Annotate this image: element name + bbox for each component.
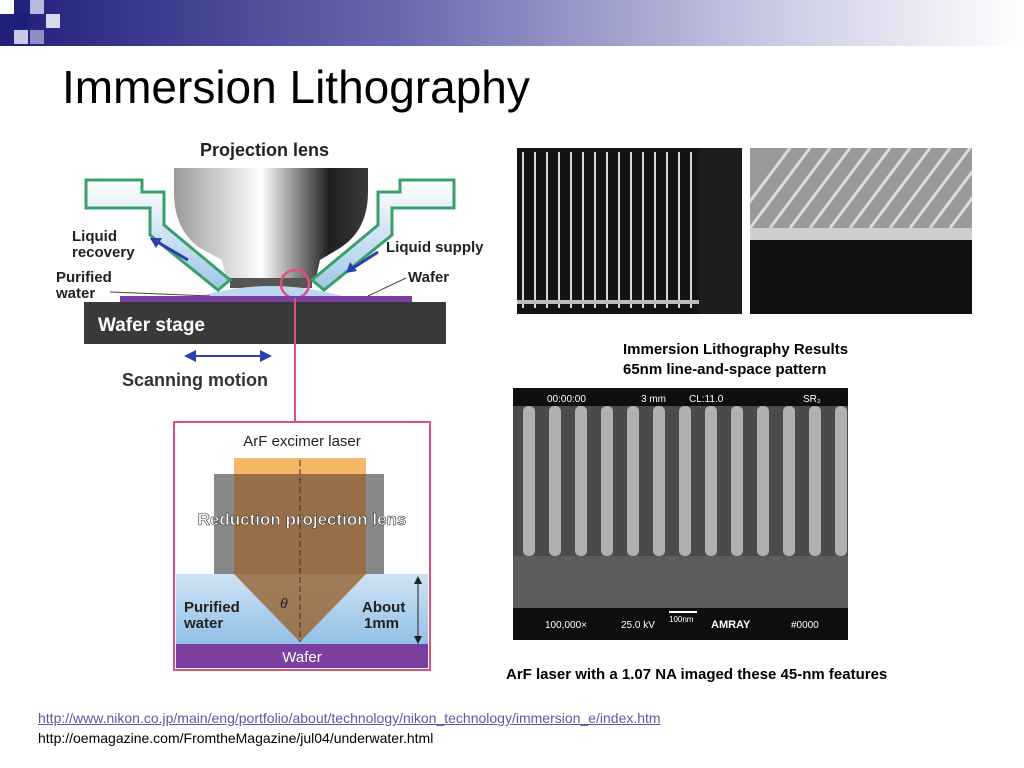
decor-square	[46, 14, 60, 28]
projection-lens	[174, 168, 368, 278]
label-projection-lens: Projection lens	[200, 140, 329, 160]
sem-image-top-view	[517, 148, 742, 314]
label-about: About	[362, 599, 405, 616]
decor-square	[0, 0, 14, 14]
lens-tip	[230, 278, 312, 288]
label-purified: Purified	[56, 269, 112, 286]
sem-image-45nm: 00:00:00 3 mm CL:11.0 SR₂ 100,000× 25.0 …	[513, 388, 848, 640]
sem-sr: SR₂	[803, 394, 821, 405]
inset-wafer	[176, 644, 428, 668]
sem-voltage: 25.0 kV	[621, 620, 655, 631]
label-theta: θ	[280, 595, 288, 611]
label-wafer: Wafer	[408, 269, 449, 286]
nikon-link[interactable]: http://www.nikon.co.jp/main/eng/portfoli…	[38, 710, 661, 726]
label-inset-purified: Purified	[184, 599, 240, 616]
label-water: water	[55, 285, 95, 302]
wafer-stage	[84, 302, 446, 344]
sem-cl: CL:11.0	[689, 394, 724, 405]
label-reduction-lens: Reduction projection lens	[198, 510, 407, 529]
decor-square	[30, 0, 44, 14]
sem-scale-mm: 3 mm	[641, 394, 666, 405]
arf-caption: ArF laser with a 1.07 NA imaged these 45…	[506, 666, 888, 683]
oemagazine-link: http://oemagazine.com/FromtheMagazine/ju…	[38, 730, 434, 746]
results-caption-line2: 65nm line-and-space pattern	[623, 361, 827, 378]
label-recovery: recovery	[72, 244, 135, 261]
gap-dimension-arrows	[414, 576, 422, 644]
slide-title: Immersion Lithography	[62, 61, 530, 113]
laser-beam	[234, 458, 366, 476]
sem-image-tilted-view	[750, 148, 972, 314]
wafer-pointer	[367, 277, 407, 297]
recovery-arrowhead	[150, 238, 162, 248]
scan-arrowhead-right	[260, 350, 272, 362]
decor-square	[30, 30, 44, 44]
immersion-diagram: Projection lens Liquid recovery Liquid s…	[55, 140, 484, 671]
decor-square	[14, 14, 28, 28]
sem-magnification: 100,000×	[545, 620, 587, 631]
supply-arrowhead	[346, 262, 357, 273]
decor-square	[14, 30, 28, 44]
supply-arrow	[349, 250, 379, 272]
label-inset-wafer: Wafer	[282, 649, 321, 666]
sem-brand: AMRAY	[711, 619, 751, 631]
label-wafer-stage: Wafer stage	[98, 315, 205, 336]
sem-time: 00:00:00	[547, 394, 586, 405]
sem-frame-id: #0000	[791, 620, 819, 631]
wafer	[120, 296, 412, 302]
label-scanning-motion: Scanning motion	[122, 370, 268, 390]
recovery-arrow	[153, 238, 189, 262]
label-liquid: Liquid	[72, 228, 117, 245]
label-inset-water: water	[183, 615, 223, 632]
label-1mm: 1mm	[364, 615, 399, 632]
results-caption-line1: Immersion Lithography Results	[623, 341, 849, 358]
scan-arrowhead-left	[184, 350, 196, 362]
title-bar	[0, 0, 1024, 46]
sem-scale-label: 100nm	[669, 615, 694, 624]
liquid-supply-nozzle	[309, 178, 456, 292]
water-pointer	[109, 291, 211, 297]
label-arf-laser: ArF excimer laser	[243, 433, 361, 450]
liquid-recovery-nozzle	[84, 178, 233, 292]
label-liquid-supply: Liquid supply	[386, 239, 484, 256]
light-cone	[234, 474, 366, 642]
